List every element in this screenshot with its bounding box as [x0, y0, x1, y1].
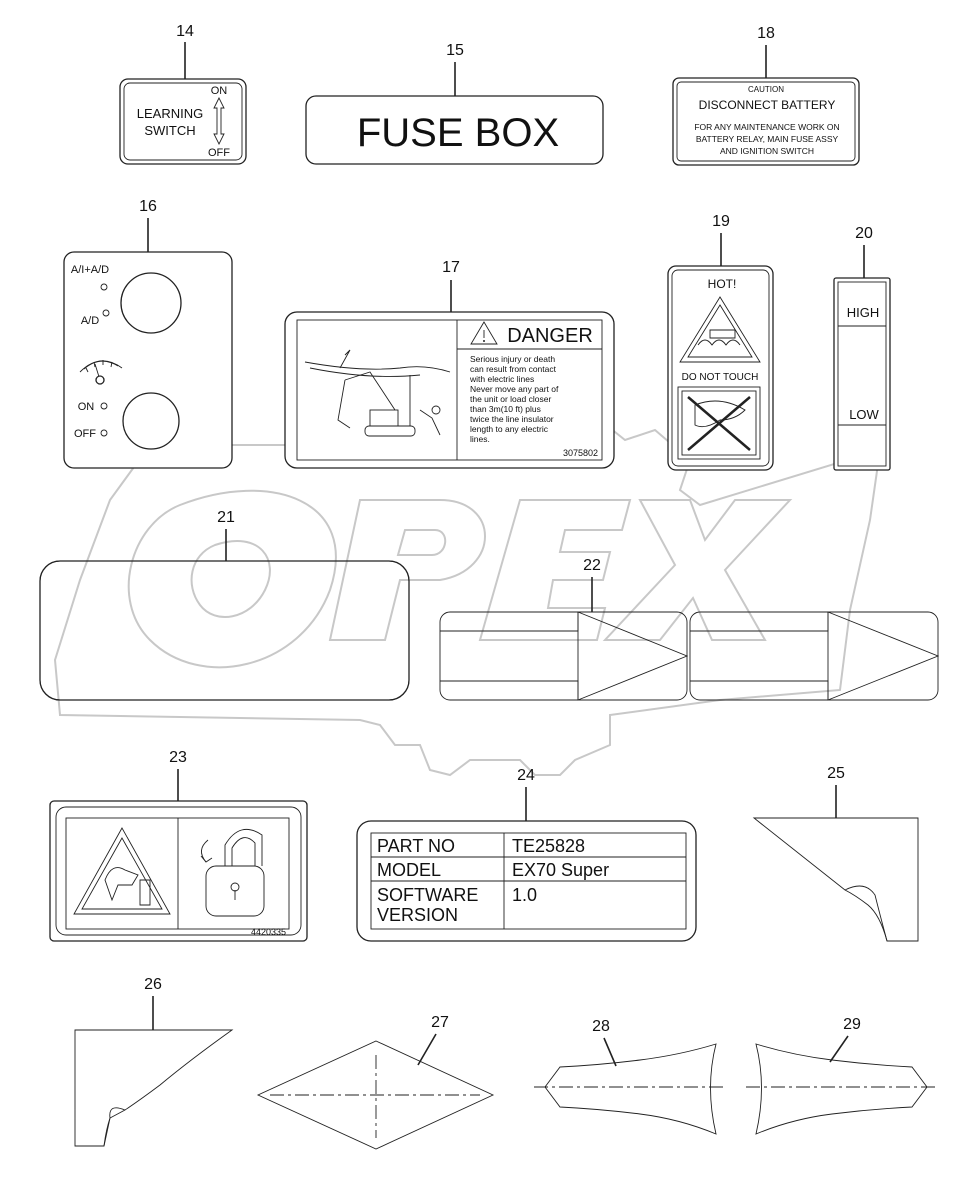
decal-20-high-low: HIGH LOW [833, 277, 891, 471]
callouts: 14 15 16 17 18 19 20 21 22 23 24 25 26 2… [139, 23, 873, 1067]
model-key: MODEL [377, 860, 441, 880]
decal-22-arrows [439, 611, 940, 701]
decal-29-bullet [746, 1043, 936, 1135]
arrow-right-icon [690, 611, 940, 701]
version-key: VERSION [377, 905, 458, 925]
danger-line-8: length to any electric [470, 424, 549, 434]
danger-line-2: can result from contact [470, 364, 557, 374]
high-label: HIGH [847, 305, 880, 320]
caution-body-2: BATTERY RELAY, MAIN FUSE ASSY [696, 134, 839, 144]
callout-20: 20 [855, 225, 873, 242]
callout-22: 22 [583, 557, 601, 574]
danger-header: DANGER [507, 325, 593, 347]
danger-line-4: Never move any part of [470, 384, 559, 394]
callout-23: 23 [169, 749, 187, 766]
off-label: OFF [208, 147, 230, 159]
switch-label: SWITCH [144, 123, 195, 138]
caution-label: CAUTION [748, 85, 784, 94]
danger-code: 3075802 [563, 448, 598, 458]
callout-16: 16 [139, 198, 157, 215]
callout-14: 14 [176, 23, 194, 40]
learning-label: LEARNING [137, 106, 203, 121]
model-value: EX70 Super [512, 860, 609, 880]
decal-24-part-table: PART NO TE25828 MODEL EX70 Super SOFTWAR… [356, 820, 697, 942]
callout-25: 25 [827, 765, 845, 782]
on-label: ON [78, 401, 95, 413]
callout-21: 21 [217, 509, 235, 526]
callout-24: 24 [517, 767, 535, 784]
danger-line-6: than 3m(10 ft) plus [470, 404, 541, 414]
pinch-decal-code: 4420335 [251, 927, 286, 937]
decal-26-corner-sticker [74, 1029, 234, 1147]
gauge-icon [79, 360, 123, 385]
decal-17-danger: DANGER Serious injury or death can resul… [284, 311, 615, 469]
no-touch-hand-icon [677, 386, 761, 460]
decal-21-blank-plate [39, 560, 410, 701]
padlock-unlock-icon [200, 828, 265, 917]
hot-label: HOT! [708, 277, 737, 291]
software-version-value: 1.0 [512, 885, 537, 905]
watermark-gear [53, 418, 882, 777]
decal-27-diamond [256, 1040, 495, 1150]
excavator-powerline-icon [304, 349, 451, 437]
decal-23-pinch-lock: 4420335 [49, 800, 308, 942]
danger-line-5: the unit or load closer [470, 394, 551, 404]
fuse-box-text: FUSE BOX [357, 111, 559, 155]
ai-ad-label: A/I+A/D [71, 264, 109, 276]
decal-15-fuse-box: FUSE BOX [305, 95, 604, 165]
decal-18-disconnect-battery: CAUTION DISCONNECT BATTERY FOR ANY MAINT… [672, 77, 860, 166]
watermark-x [602, 499, 793, 641]
off-label: OFF [74, 428, 96, 440]
low-label: LOW [849, 407, 879, 422]
decal-19-hot: HOT! DO NOT TOUCH [667, 265, 774, 471]
callout-17: 17 [442, 259, 460, 276]
mode-button-bottom [122, 392, 180, 450]
decal-14-learning-switch: LEARNING SWITCH ON OFF [119, 78, 247, 165]
callout-18: 18 [757, 25, 775, 42]
double-arrow-icon [213, 96, 225, 146]
watermark-p [328, 499, 486, 641]
on-label: ON [211, 85, 228, 97]
opex-watermark [53, 418, 882, 777]
callout-28: 28 [592, 1018, 610, 1035]
caution-body-1: FOR ANY MAINTENANCE WORK ON [694, 122, 839, 132]
software-key: SOFTWARE [377, 885, 478, 905]
callout-15: 15 [446, 42, 464, 59]
hot-surface-warning-icon [679, 296, 761, 363]
part-no-value: TE25828 [512, 836, 585, 856]
danger-line-7: twice the line insulator [470, 414, 554, 424]
callout-27: 27 [431, 1014, 449, 1031]
disconnect-battery-title: DISCONNECT BATTERY [699, 98, 836, 112]
watermark-e [478, 499, 632, 641]
mode-button-top [120, 272, 182, 334]
part-no-key: PART NO [377, 836, 455, 856]
caution-body-3: AND IGNITION SWITCH [720, 146, 814, 156]
warning-triangle-icon [470, 321, 498, 345]
callout-19: 19 [712, 213, 730, 230]
arrow-right-icon [440, 611, 689, 701]
callout-29: 29 [843, 1016, 861, 1033]
danger-line-9: lines. [470, 434, 490, 444]
danger-line-3: with electric lines [469, 374, 534, 384]
callout-26: 26 [144, 976, 162, 993]
decal-16-mode-panel: A/I+A/D A/D ON OFF [63, 251, 233, 469]
ad-label: A/D [81, 315, 99, 327]
decal-25-corner-sticker [752, 817, 919, 942]
watermark-o [127, 489, 337, 669]
do-not-touch-label: DO NOT TOUCH [682, 372, 759, 383]
hand-crush-warning-icon [73, 827, 171, 915]
decal-28-bullet [534, 1043, 726, 1135]
danger-line-1: Serious injury or death [470, 354, 555, 364]
